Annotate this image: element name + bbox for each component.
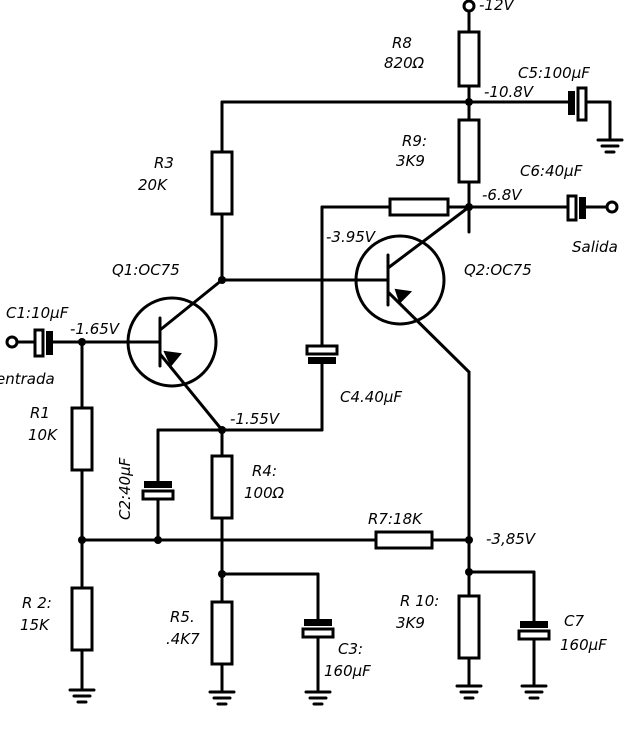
- resistor-r3: [210, 150, 234, 216]
- label-q2: Q2:OC75: [464, 261, 532, 279]
- capacitor-c7: [517, 621, 551, 641]
- label-r10-name: R 10:: [400, 592, 439, 610]
- resistor-r1: [70, 406, 94, 472]
- label-c4-top-voltage: -3.95V: [326, 228, 377, 246]
- label-r9-name: R9:: [402, 132, 427, 150]
- ground-symbol-r5: [208, 690, 236, 706]
- capacitor-c4: [305, 344, 339, 364]
- ground-symbol-c3: [304, 690, 332, 706]
- label-c4: C4.40µF: [340, 388, 402, 406]
- label-r3-name: R3: [154, 154, 174, 172]
- q1-emitter-lead: [158, 352, 224, 432]
- resistor-r4: [210, 454, 234, 520]
- label-r3-value: 20K: [138, 176, 168, 194]
- ground-symbol-c7: [520, 684, 548, 700]
- label-c3-name: C3:: [338, 640, 363, 658]
- label-r9-value: 3K9: [396, 152, 425, 170]
- label-r8-name: R8: [392, 34, 412, 52]
- label-q2-collector-voltage: -6.8V: [482, 186, 523, 204]
- label-supply-voltage: -12V: [479, 0, 515, 14]
- label-input: entrada: [0, 370, 55, 388]
- resistor-r2: [70, 586, 94, 652]
- output-terminal: [605, 200, 619, 214]
- label-c6: C6:40µF: [520, 162, 583, 180]
- resistor-r10: [457, 594, 481, 660]
- label-c7-value: 160µF: [560, 636, 607, 654]
- label-r7: R7:18K: [368, 510, 423, 528]
- capacitor-c1: [33, 328, 53, 358]
- q2-emitter-arrow: [394, 288, 413, 304]
- resistor-r5: [210, 600, 234, 666]
- label-r4-name: R4:: [252, 462, 277, 480]
- capacitor-c6: [566, 194, 586, 222]
- label-r8-value: 820Ω: [384, 54, 425, 72]
- label-q1-emitter-voltage: -1.55V: [230, 410, 281, 428]
- label-q1-base-voltage: -1.65V: [70, 320, 121, 338]
- label-c5: C5:100µF: [518, 64, 590, 82]
- ground-symbol-r10: [455, 684, 483, 700]
- label-q2-emitter-voltage: -3,85V: [486, 530, 537, 548]
- resistor-r8: [457, 30, 481, 88]
- resistor-r9: [457, 118, 481, 184]
- junction-r8: [465, 98, 473, 106]
- label-r8-node-voltage: -10.8V: [484, 83, 535, 101]
- label-r2-name: R 2:: [22, 594, 52, 612]
- label-r10-value: 3K9: [396, 614, 425, 632]
- label-c1: C1:10µF: [6, 304, 69, 322]
- label-q1: Q1:OC75: [112, 261, 180, 279]
- label-r5-value: .4K7: [166, 630, 200, 648]
- ground-symbol-c5: [596, 138, 624, 154]
- label-output: Salida: [572, 238, 618, 256]
- label-r1-value: 10K: [28, 426, 58, 444]
- label-r5-name: R5.: [170, 608, 195, 626]
- capacitor-c3: [301, 619, 335, 639]
- resistor-r7: [374, 530, 434, 550]
- q2-emitter-lead: [386, 290, 471, 374]
- capacitor-c5: [568, 86, 588, 122]
- resistor-feedback: [388, 197, 450, 217]
- q1-emitter-arrow: [163, 350, 182, 367]
- q2-collector-lead: [386, 205, 471, 270]
- ground-symbol-r2: [68, 688, 96, 704]
- label-r2-value: 15K: [20, 616, 50, 634]
- label-r1-name: R1: [30, 404, 50, 422]
- label-c2: C2:40µF: [116, 457, 134, 520]
- label-c7-name: C7: [564, 612, 584, 630]
- capacitor-c2: [141, 481, 175, 501]
- label-c3-value: 160µF: [324, 662, 371, 680]
- q1-collector-lead: [158, 278, 224, 332]
- label-r4-value: 100Ω: [244, 484, 285, 502]
